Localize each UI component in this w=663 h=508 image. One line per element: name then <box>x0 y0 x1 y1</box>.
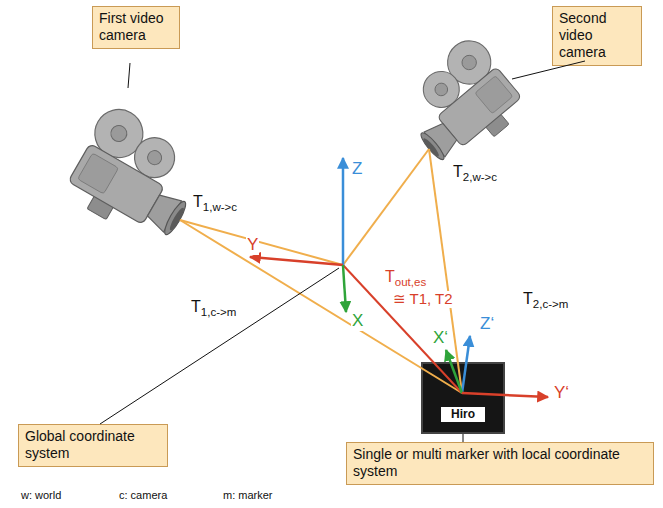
axis-label: Y‘ <box>553 384 570 403</box>
transform-label: T1,c->m <box>190 298 237 316</box>
t1-world-camera-line <box>180 220 343 265</box>
axis-label: X‘ <box>432 329 449 348</box>
world-axes <box>250 158 346 312</box>
subscript: 2,c->m <box>533 298 569 310</box>
t2-world-camera-line <box>343 149 429 265</box>
marker-axes <box>446 336 548 397</box>
output-transform-line <box>343 265 462 393</box>
subscript: 1,w->c <box>203 201 237 213</box>
marker-pattern-text: Hiro <box>441 407 485 422</box>
y-axis <box>250 257 343 265</box>
x-prime-axis <box>446 350 462 393</box>
leader-lines <box>100 61 585 424</box>
transform-label: T2,w->c <box>452 163 498 181</box>
fiducial-marker: Hiro <box>421 362 505 434</box>
t2-camera-marker-line <box>429 149 462 393</box>
leader-line <box>512 61 585 79</box>
second-camera <box>389 32 532 174</box>
z-prime-axis <box>462 336 470 393</box>
leader-line <box>100 268 339 424</box>
abbreviation-key: c: camera <box>118 489 168 501</box>
leader-line <box>463 434 464 442</box>
subscript: 1,c->m <box>201 306 237 318</box>
transform-label: Tout,es <box>384 268 427 286</box>
leader-line <box>128 63 130 88</box>
callout-box: Single or multi marker with local coordi… <box>346 442 654 485</box>
transform-lines <box>180 149 462 393</box>
first-camera <box>58 101 214 252</box>
callout-text: First video camera <box>99 10 173 44</box>
z-axis <box>342 158 345 265</box>
transform-label: T2,c->m <box>522 290 569 308</box>
callout-box: Second video camera <box>552 6 642 66</box>
callout-box: Global coordinate system <box>18 424 168 467</box>
subscript: 2,w->c <box>463 171 497 183</box>
callout-box: First video camera <box>92 6 180 49</box>
abbreviation-key: m: marker <box>222 489 274 501</box>
transform-label: T1,w->c <box>192 193 238 211</box>
axis-label: Z‘ <box>479 315 495 334</box>
axis-label: Y <box>246 236 259 255</box>
subscript: out,es <box>395 276 426 288</box>
x-axis <box>343 265 346 312</box>
axis-label: Z <box>351 160 363 179</box>
abbreviation-key: w: world <box>20 489 62 501</box>
callout-text: Single or multi marker with local coordi… <box>353 446 647 480</box>
approximation-note: ≅ T1, T2 <box>392 291 454 308</box>
callout-text: Global coordinate system <box>25 428 161 462</box>
callout-text: Second video camera <box>559 10 635 61</box>
axis-label: X <box>351 312 364 331</box>
t1-camera-marker-line <box>180 220 462 393</box>
y-prime-axis <box>462 393 548 397</box>
